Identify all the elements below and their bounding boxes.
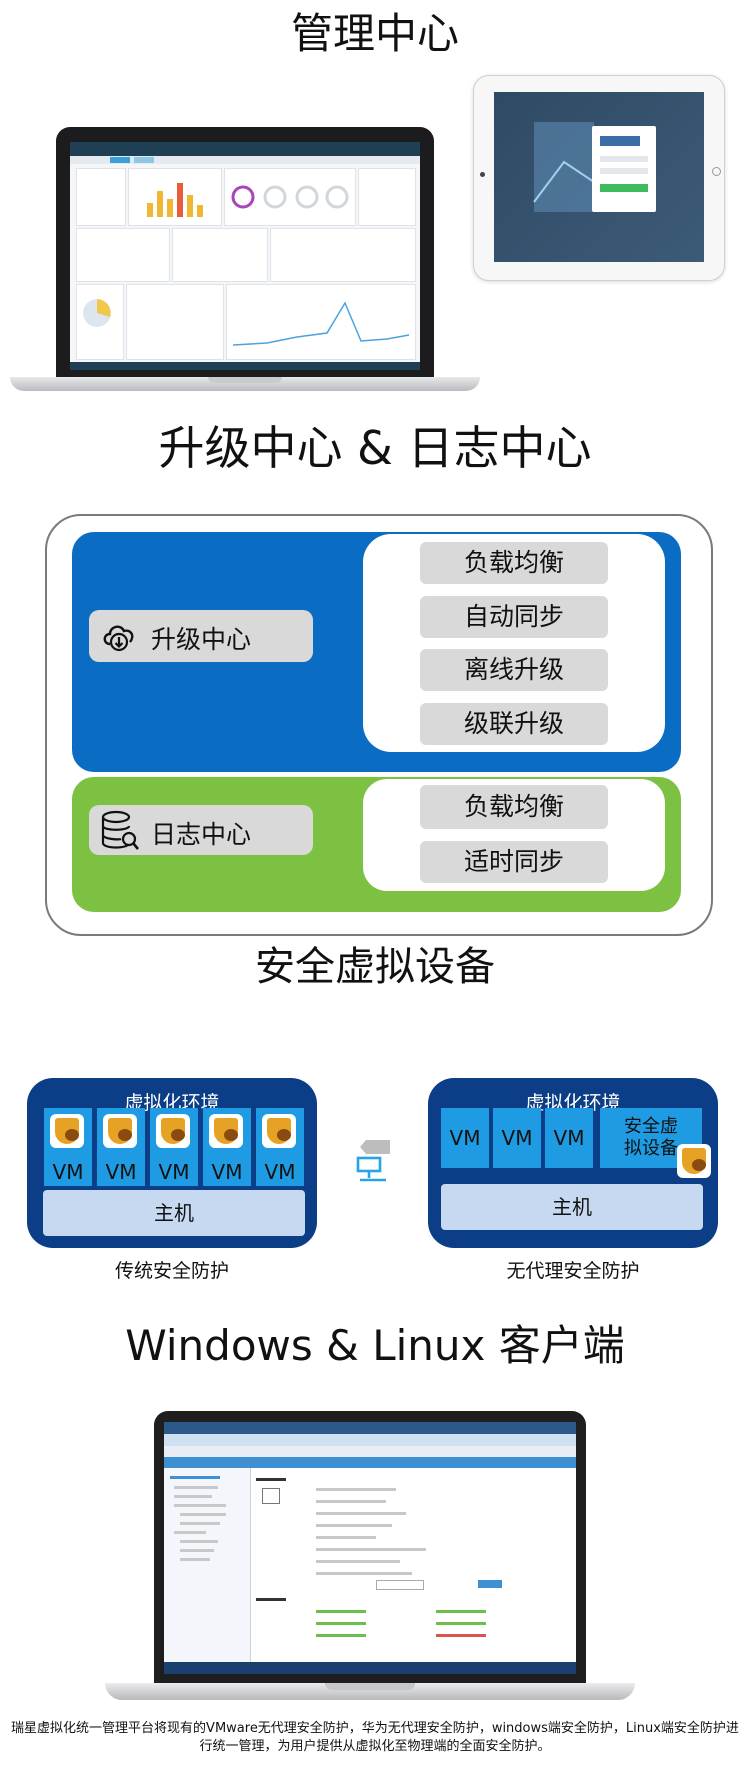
rising-lion-shield-icon	[262, 1114, 296, 1148]
laptop-base	[105, 1683, 635, 1700]
laptop-notch	[325, 1683, 415, 1690]
dashboard-panel	[76, 168, 126, 226]
client-screenshot	[164, 1422, 576, 1674]
login-graphic	[533, 122, 656, 212]
appliance-title: 安全虚拟设备	[255, 944, 495, 990]
client-app-header	[164, 1457, 576, 1468]
dashboard-panel	[270, 228, 416, 282]
rising-lion-shield-icon	[156, 1114, 190, 1148]
dashboard-panel	[226, 284, 416, 360]
dashboard-panel	[126, 284, 224, 360]
windows-taskbar	[164, 1662, 576, 1674]
remark-field	[376, 1580, 424, 1590]
feature-auto-sync: 自动同步	[420, 596, 608, 638]
rising-lion-shield-icon	[50, 1114, 84, 1148]
browser-toolbar	[164, 1446, 576, 1457]
agentless-vm: VM	[441, 1108, 489, 1168]
security-virtual-appliance-label: 安全虚拟设备	[624, 1116, 678, 1159]
dashboard-panel	[172, 228, 268, 282]
feature-offline-upgrade: 离线升级	[420, 649, 608, 691]
feature-log-load-balance: 负载均衡	[420, 785, 608, 829]
agentless-vm: VM	[493, 1108, 541, 1168]
log-center-label: 日志中心	[89, 805, 313, 855]
ipad-home-button	[712, 167, 721, 176]
traditional-caption: 传统安全防护	[114, 1260, 229, 1282]
clients-title: Windows & Linux 客户端	[125, 1321, 625, 1370]
line-chart-thumbnail	[232, 301, 410, 346]
client-details	[256, 1474, 556, 1654]
dashboard-tabs	[70, 156, 420, 164]
dashboard-header	[70, 142, 420, 156]
browser-addressbar	[164, 1434, 576, 1446]
save-button-thumbnail	[478, 1580, 502, 1588]
dashboard-tab	[110, 157, 130, 163]
macbook-base	[10, 377, 480, 391]
dashboard-footer	[70, 362, 420, 370]
ipad-camera	[480, 172, 485, 177]
browser-titlebar	[164, 1422, 576, 1434]
upgrade-center-text: 升级中心	[151, 625, 252, 654]
dashboard-panel	[358, 168, 416, 226]
dashboard-screenshot	[70, 142, 420, 370]
rising-lion-shield-icon	[209, 1114, 243, 1148]
database-search-icon	[99, 809, 141, 859]
dashboard-panel	[224, 168, 356, 226]
agentless-host: 主机	[441, 1184, 703, 1230]
feature-timely-sync: 适时同步	[420, 841, 608, 883]
login-screenshot	[494, 92, 704, 262]
upgrade-log-title: 升级中心 & 日志中心	[158, 421, 592, 475]
rising-lion-shield-icon	[677, 1144, 711, 1178]
dashboard-panel	[76, 284, 124, 360]
upgrade-center-label: 升级中心	[89, 610, 313, 662]
dashboard-panel	[128, 168, 222, 226]
dashboard-panel	[76, 228, 170, 282]
bar-chart-thumbnail	[147, 183, 203, 217]
traditional-host: 主机	[43, 1190, 305, 1236]
computer-icon	[262, 1488, 280, 1504]
macbook-notch	[208, 377, 282, 383]
client-tree-panel	[164, 1468, 251, 1662]
pie-thumbnail	[83, 299, 111, 327]
network-monitor-icon	[352, 1138, 394, 1188]
log-center-text: 日志中心	[151, 820, 252, 849]
agentless-vm: VM	[545, 1108, 593, 1168]
cloud-download-icon	[99, 616, 139, 662]
rising-lion-shield-icon	[103, 1114, 137, 1148]
footer-description: 瑞星虚拟化统一管理平台将现有的VMware无代理安全防护，华为无代理安全防护，w…	[11, 1721, 739, 1754]
feature-load-balance: 负载均衡	[420, 542, 608, 584]
agentless-caption: 无代理安全防护	[506, 1260, 640, 1282]
feature-cascade-upgrade: 级联升级	[420, 703, 608, 745]
dashboard-tab	[134, 157, 154, 163]
management-title: 管理中心	[290, 9, 459, 58]
donut-thumbnail	[231, 185, 349, 209]
